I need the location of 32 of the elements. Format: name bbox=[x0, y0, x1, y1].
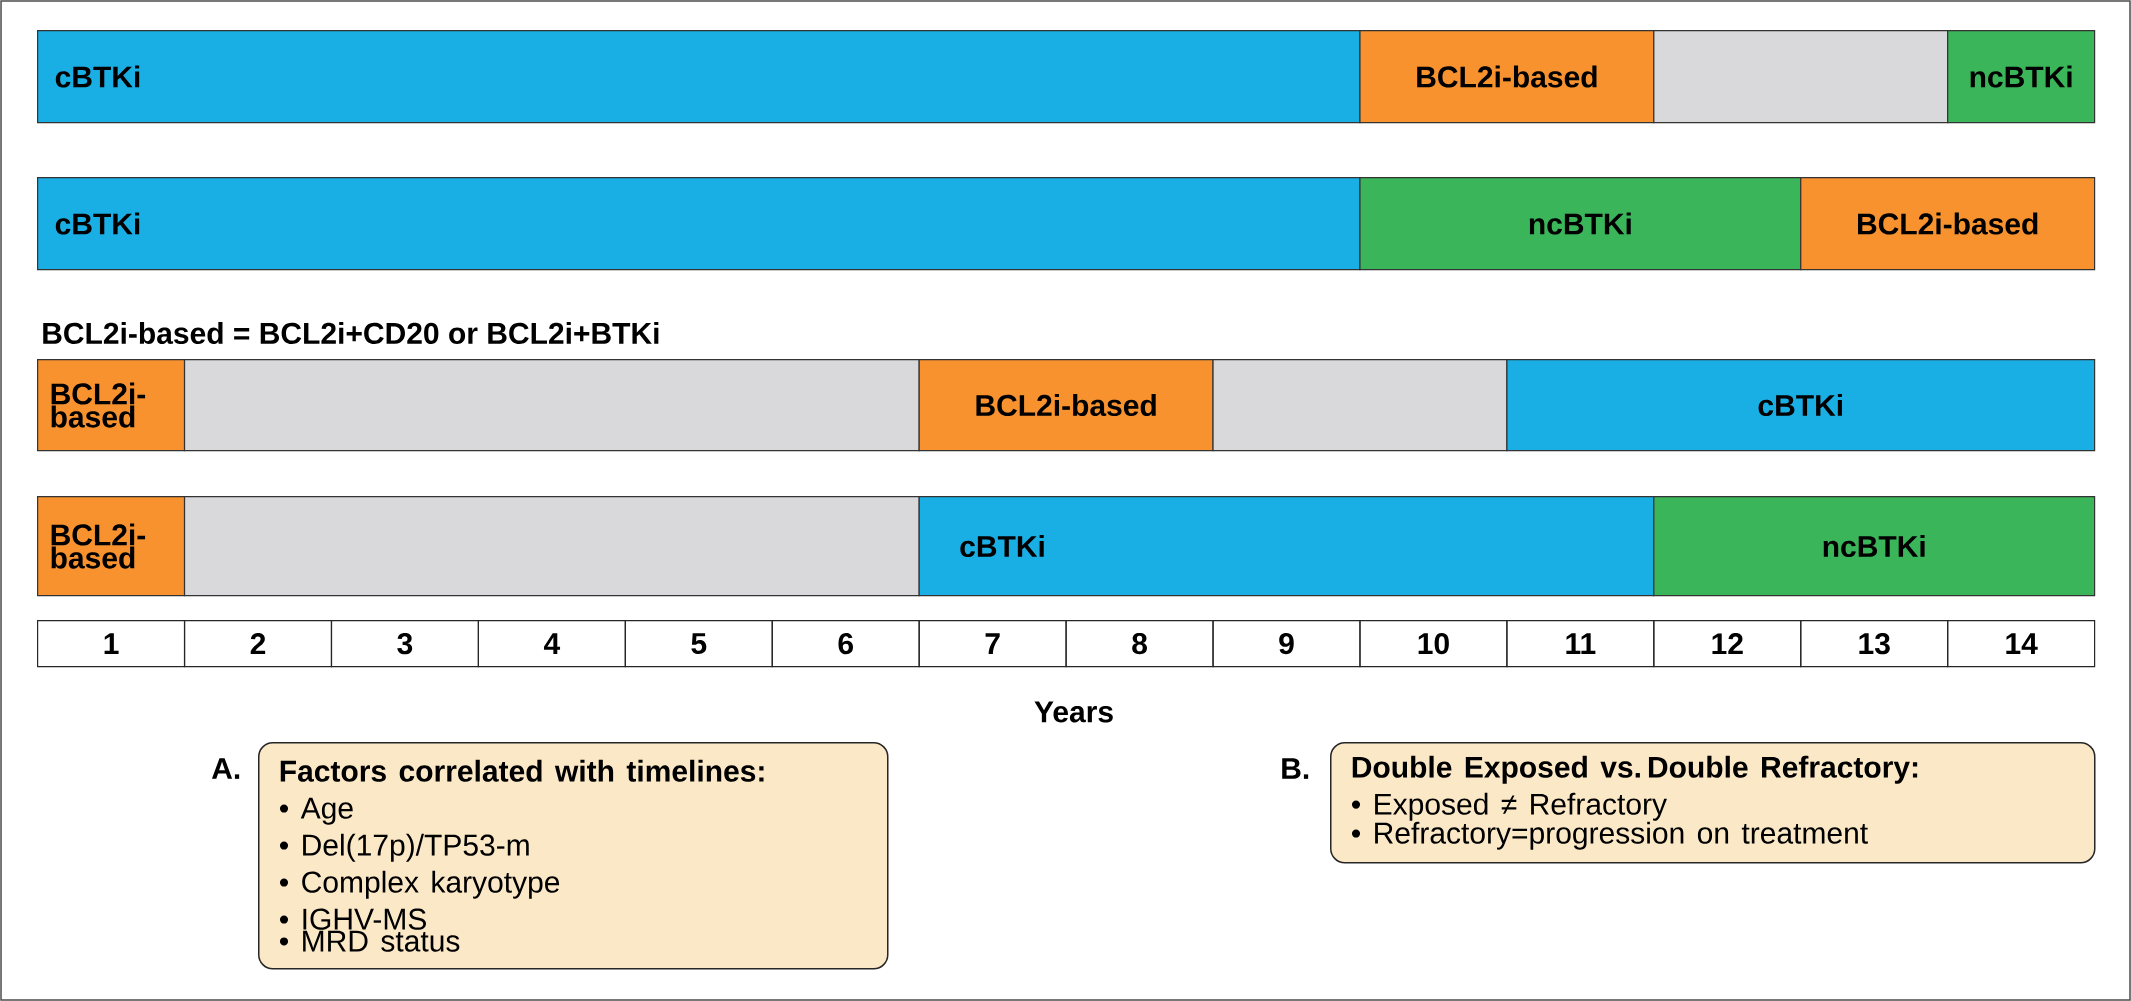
treatment-bar: BCL2i-based bbox=[37, 496, 186, 597]
treatment-bar: ncBTKi bbox=[1359, 177, 1802, 271]
year-cell: 3 bbox=[330, 620, 479, 668]
year-cell: 9 bbox=[1212, 620, 1361, 668]
treatment-bar: cBTKi bbox=[37, 177, 1361, 271]
treatment-bar: ncBTKi bbox=[1653, 496, 2096, 597]
treatment-bar: BCL2i-based bbox=[1359, 30, 1655, 124]
year-cell: 13 bbox=[1800, 620, 1949, 668]
year-cell: 6 bbox=[771, 620, 920, 668]
year-cell: 12 bbox=[1653, 620, 1802, 668]
year-cell: 4 bbox=[477, 620, 626, 668]
year-cell: 5 bbox=[624, 620, 773, 668]
axis-title: Years bbox=[1034, 701, 1113, 723]
panel-letter: A. bbox=[211, 758, 240, 779]
treatment-bar: BCL2i-based bbox=[918, 359, 1214, 452]
year-cell: 10 bbox=[1359, 620, 1508, 668]
note-box: Factors correlated with timelines: • Age • Del(17p)/TP53-m • Complex karyotype • IGHV-MS • MRD status bbox=[258, 742, 889, 970]
year-cell: 2 bbox=[183, 620, 333, 668]
treatment-bar: cBTKi bbox=[37, 30, 1361, 124]
treatment-bar: cBTKi bbox=[1506, 359, 2096, 452]
treatment-bar: cBTKi bbox=[918, 496, 1655, 597]
treatment-bar: BCL2i-based bbox=[37, 359, 186, 452]
treatment-bar: BCL2i-based bbox=[1800, 177, 2096, 271]
treatment-bar: ncBTKi bbox=[1947, 30, 2096, 124]
year-cell: 7 bbox=[918, 620, 1067, 668]
panel-letter: B. bbox=[1282, 758, 1309, 779]
definition-note: BCL2i-based = BCL2i+CD20 or BCL2i+BTKi bbox=[43, 322, 659, 344]
year-cell: 8 bbox=[1065, 620, 1214, 668]
year-cell: 11 bbox=[1506, 620, 1655, 668]
year-cell: 1 bbox=[37, 620, 186, 668]
year-cell: 14 bbox=[1947, 620, 2096, 668]
note-box: Double Exposed vs. Double Refractory: • Exposed ≠ Refractory • Refractory=progression on treatment bbox=[1330, 742, 2096, 864]
